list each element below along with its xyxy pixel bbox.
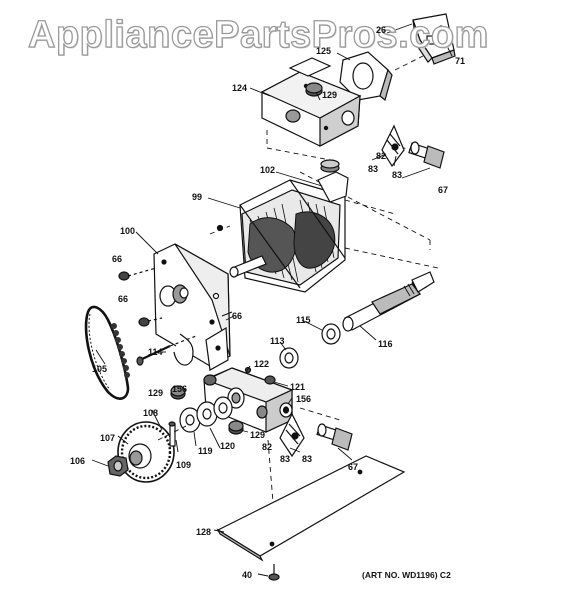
label-part-83-top-b: 83 (392, 170, 403, 180)
label-part-99: 99 (192, 192, 203, 202)
label-part-129-mid: 129 (148, 388, 164, 398)
stud-67-top (408, 141, 445, 169)
pin-108 (168, 421, 176, 447)
leader-lines (91, 23, 453, 577)
nut-129-mid (170, 385, 186, 400)
screw-114 (136, 335, 197, 366)
plate-128 (216, 455, 406, 562)
bracket-82-top (381, 124, 405, 168)
label-part-108: 108 (143, 408, 159, 418)
label-part-129-low: 129 (250, 430, 266, 440)
screw-66-top (118, 267, 157, 281)
bracket-26 (412, 13, 456, 65)
sprocket-107 (117, 421, 175, 483)
label-part-26: 26 (376, 25, 387, 35)
label-part-124: 124 (232, 83, 248, 93)
washer-113 (279, 347, 299, 369)
label-part-40: 40 (242, 570, 253, 580)
label-part-83-low-a: 83 (280, 454, 291, 464)
label-part-114: 114 (148, 347, 163, 357)
washers-119-120 (179, 396, 233, 433)
label-part-122: 122 (254, 359, 270, 369)
art-number-note: (ART NO. WD1196) C2 (362, 570, 451, 580)
nut-129-top (305, 82, 323, 97)
motor-99 (216, 171, 349, 293)
label-part-115: 115 (296, 315, 311, 325)
label-part-82-low: 82 (262, 442, 273, 452)
bracket-82-low (279, 412, 305, 458)
plate-100 (153, 243, 231, 371)
label-part-66-right: 66 (232, 311, 243, 321)
alignment-lines-mid (209, 199, 439, 269)
label-part-100: 100 (120, 226, 136, 236)
label-part-125: 125 (316, 46, 332, 56)
screw-40 (268, 564, 280, 581)
nut-156-left (203, 374, 217, 386)
grommet-under-housing (320, 159, 340, 173)
label-part-66-top: 66 (112, 254, 123, 264)
label-part-67-top: 67 (438, 185, 449, 195)
label-part-120: 120 (220, 441, 236, 451)
label-part-67-low: 67 (348, 462, 359, 472)
shaft-116 (342, 271, 435, 332)
label-part-121: 121 (290, 382, 306, 392)
belt-105 (84, 305, 130, 400)
label-part-156-right: 156 (296, 394, 312, 404)
label-part-116: 116 (378, 339, 393, 349)
label-part-156-left: 156 (172, 384, 188, 394)
label-part-66-mid: 66 (118, 294, 129, 304)
label-part-106: 106 (70, 456, 86, 466)
nut-106 (107, 455, 129, 477)
label-part-119: 119 (198, 446, 213, 456)
stud-67-low (316, 423, 353, 451)
label-part-102: 102 (260, 165, 276, 175)
washer-115 (321, 323, 341, 345)
label-part-113: 113 (270, 336, 285, 346)
label-part-129-top: 129 (322, 90, 338, 100)
label-part-82-top: 82 (376, 151, 387, 161)
screw-66-right (221, 311, 233, 317)
washer-156-right (279, 402, 293, 418)
screw-66-mid (138, 317, 163, 327)
label-part-109: 109 (176, 460, 192, 470)
label-part-83-top-a: 83 (368, 164, 379, 174)
label-part-105: 105 (92, 364, 108, 374)
label-part-83-low-b: 83 (302, 454, 313, 464)
label-part-128: 128 (196, 527, 212, 537)
nut-129-low (228, 420, 244, 435)
label-part-71: 71 (455, 56, 466, 66)
bushing-125 (339, 51, 393, 102)
label-part-107: 107 (100, 433, 116, 443)
